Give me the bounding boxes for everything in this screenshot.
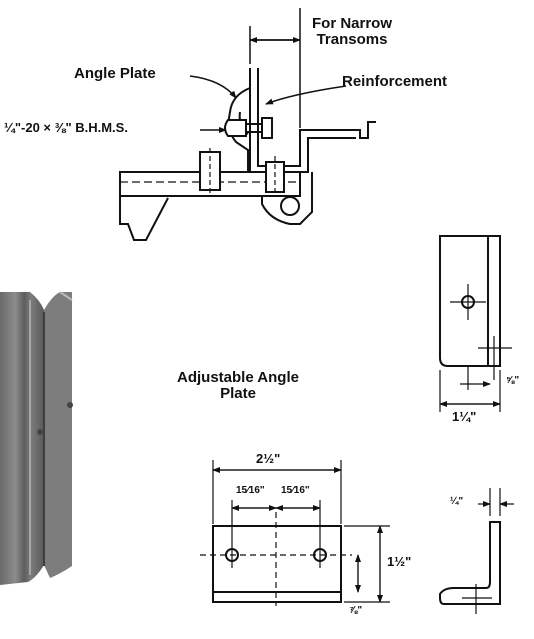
- label-for-narrow-transoms: For Narrow Transoms: [312, 15, 393, 48]
- angle-plate-front-view: [200, 460, 390, 606]
- extrusion-panel-photo: [0, 291, 73, 585]
- callout-leaders: [189, 75, 347, 133]
- transom-cross-section: [119, 8, 376, 241]
- dim-side-offset: ⅝": [506, 375, 520, 386]
- dim-front-width: 2½": [256, 451, 281, 466]
- angle-plate-side-view: [439, 235, 512, 412]
- dim-front-bottom: ⅞": [349, 605, 363, 616]
- dim-front-height: 1½": [387, 554, 412, 569]
- label-bhms: ¼"-20 × ⅜" B.H.M.S.: [4, 120, 128, 135]
- label-adjustable-angle-plate: Adjustable Angle Plate: [177, 369, 299, 402]
- dim-hole-offset-right: 15⁄16": [281, 485, 310, 496]
- label-reinforcement: Reinforcement: [342, 73, 448, 90]
- dim-top-thickness: ¼": [450, 496, 464, 507]
- dim-side-width: 1¼": [452, 409, 477, 424]
- label-angle-plate: Angle Plate: [74, 65, 156, 82]
- dim-hole-offset-left: 15⁄16": [236, 485, 265, 496]
- angle-plate-end-view: [439, 488, 514, 614]
